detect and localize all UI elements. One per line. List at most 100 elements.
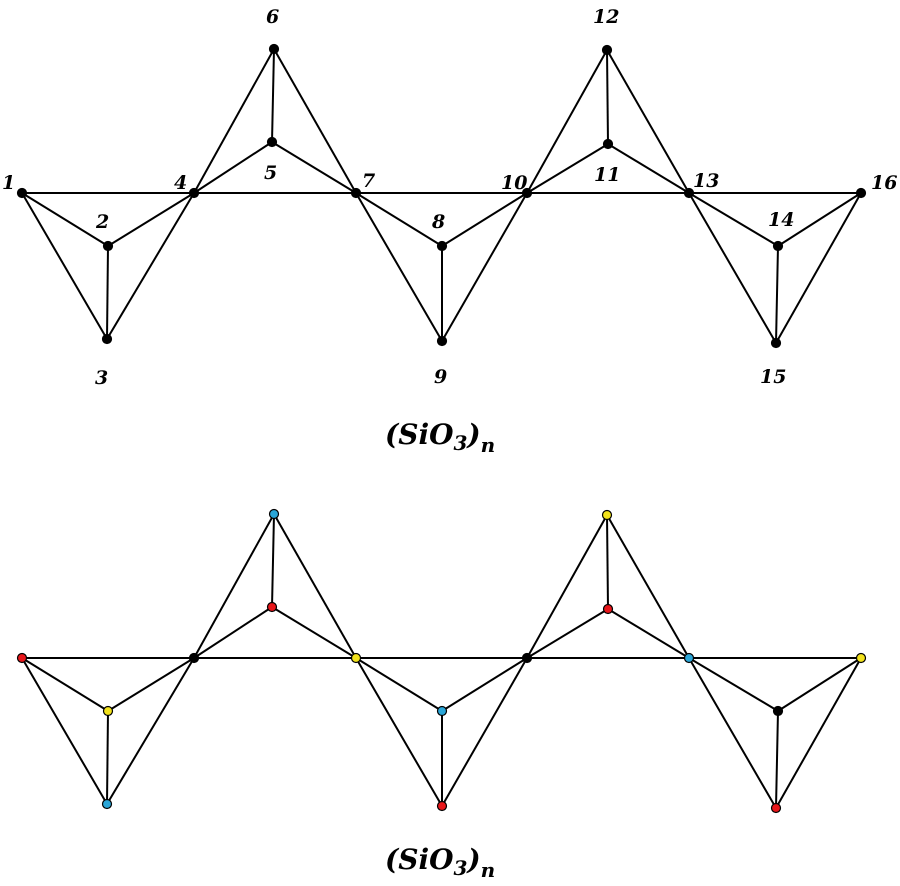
bottom-vertex-15-red xyxy=(770,802,782,814)
top-vertex-label-7: 7 xyxy=(362,170,375,192)
top-vertex-5 xyxy=(266,136,278,148)
bottom-vertex-11-red xyxy=(602,603,614,615)
top-edge-2-3 xyxy=(106,245,109,340)
bottom-edge-6-7 xyxy=(273,513,357,659)
top-vertex-14 xyxy=(772,240,784,252)
bottom-edge-7-9 xyxy=(355,657,443,807)
top-edge-13-14 xyxy=(688,192,779,247)
bottom-edge-11-13 xyxy=(607,608,690,659)
bottom-edge-13-15 xyxy=(688,657,777,809)
bottom-edge-14-16 xyxy=(777,657,862,712)
bottom-vertex-3-blue xyxy=(101,798,113,810)
top-vertex-label-8: 8 xyxy=(431,211,445,233)
bottom-vertex-13-blue xyxy=(683,652,695,664)
top-edge-5-6 xyxy=(271,48,275,143)
bottom-edge-4-6 xyxy=(193,513,275,659)
top-edge-5-7 xyxy=(271,141,357,194)
top-vertex-13 xyxy=(683,187,695,199)
bottom-vertex-16-yellow xyxy=(855,652,867,664)
top-edge-9-10 xyxy=(441,192,528,342)
bottom-vertex-6-blue xyxy=(268,508,280,520)
top-vertex-label-15: 15 xyxy=(760,366,786,388)
top-vertex-label-4: 4 xyxy=(174,172,187,194)
top-edge-4-6 xyxy=(193,48,275,194)
bottom-edge-2-4 xyxy=(107,657,195,712)
top-vertex-1 xyxy=(16,187,28,199)
top-vertex-3 xyxy=(101,333,113,345)
top-vertex-16 xyxy=(855,187,867,199)
top-caption: (SiO3)n xyxy=(385,418,495,457)
bottom-edge-1-2 xyxy=(21,657,109,712)
bottom-vertex-7-yellow xyxy=(350,652,362,664)
top-edge-11-12 xyxy=(606,49,609,145)
top-edge-10-12 xyxy=(526,49,608,194)
bottom-vertex-10-black xyxy=(521,652,533,664)
bottom-edge-8-10 xyxy=(441,657,528,712)
top-vertex-label-10: 10 xyxy=(501,172,527,194)
top-edge-7-8 xyxy=(355,192,443,247)
top-vertex-label-12: 12 xyxy=(593,6,619,28)
top-vertex-10 xyxy=(521,187,533,199)
bottom-graph-vertices xyxy=(16,508,867,814)
top-vertex-label-14: 14 xyxy=(768,209,794,231)
bottom-edge-5-6 xyxy=(271,513,275,608)
top-edge-11-13 xyxy=(607,143,690,194)
top-edge-4-5 xyxy=(193,141,273,194)
top-edge-13-15 xyxy=(688,192,777,344)
bottom-edge-11-12 xyxy=(606,514,609,610)
top-vertex-9 xyxy=(436,335,448,347)
top-vertex-label-1: 1 xyxy=(2,172,15,194)
top-graph-vertices xyxy=(16,43,867,349)
bottom-edge-10-12 xyxy=(526,514,608,659)
top-edge-14-15 xyxy=(775,245,779,344)
top-edge-3-4 xyxy=(106,192,195,340)
bottom-edge-4-5 xyxy=(193,606,273,659)
top-edge-12-13 xyxy=(606,49,690,194)
top-edge-7-9 xyxy=(355,192,443,342)
bottom-edge-5-7 xyxy=(271,606,357,659)
top-vertex-2 xyxy=(102,240,114,252)
top-vertex-label-9: 9 xyxy=(434,366,447,388)
bottom-vertex-12-yellow xyxy=(601,509,613,521)
bottom-edge-13-14 xyxy=(688,657,779,712)
top-vertex-4 xyxy=(188,187,200,199)
top-vertex-label-11: 11 xyxy=(594,164,620,186)
top-vertex-label-2: 2 xyxy=(95,211,109,233)
bottom-edge-1-3 xyxy=(21,657,108,805)
bottom-vertex-14-black xyxy=(772,705,784,717)
colored-silicate-graph: (SiO3)n xyxy=(16,508,867,882)
bottom-edge-12-13 xyxy=(606,514,690,659)
bottom-vertex-2-yellow xyxy=(102,705,114,717)
top-vertex-label-5: 5 xyxy=(264,162,277,184)
bottom-vertex-9-red xyxy=(436,800,448,812)
top-edge-14-16 xyxy=(777,192,862,247)
top-vertex-15 xyxy=(770,337,782,349)
top-vertex-8 xyxy=(436,240,448,252)
top-vertex-label-13: 13 xyxy=(693,170,719,192)
top-vertex-6 xyxy=(268,43,280,55)
top-vertex-7 xyxy=(350,187,362,199)
top-vertex-12 xyxy=(601,44,613,56)
bottom-vertex-4-black xyxy=(188,652,200,664)
top-vertex-label-16: 16 xyxy=(871,172,897,194)
top-graph-edges xyxy=(21,48,862,344)
top-edge-8-10 xyxy=(441,192,528,247)
top-edge-1-3 xyxy=(21,192,108,340)
bottom-edge-7-8 xyxy=(355,657,443,712)
bottom-vertex-1-red xyxy=(16,652,28,664)
top-edge-6-7 xyxy=(273,48,357,194)
bottom-edge-14-15 xyxy=(775,710,779,809)
top-vertex-label-3: 3 xyxy=(95,367,108,389)
top-edge-1-2 xyxy=(21,192,109,247)
bottom-vertex-8-blue xyxy=(436,705,448,717)
top-edge-10-11 xyxy=(526,143,609,194)
bottom-caption: (SiO3)n xyxy=(385,843,495,882)
bottom-edge-15-16 xyxy=(775,657,862,809)
top-edge-15-16 xyxy=(775,192,862,344)
bottom-vertex-5-red xyxy=(266,601,278,613)
bottom-graph-edges xyxy=(21,513,862,809)
bottom-edge-3-4 xyxy=(106,657,195,805)
